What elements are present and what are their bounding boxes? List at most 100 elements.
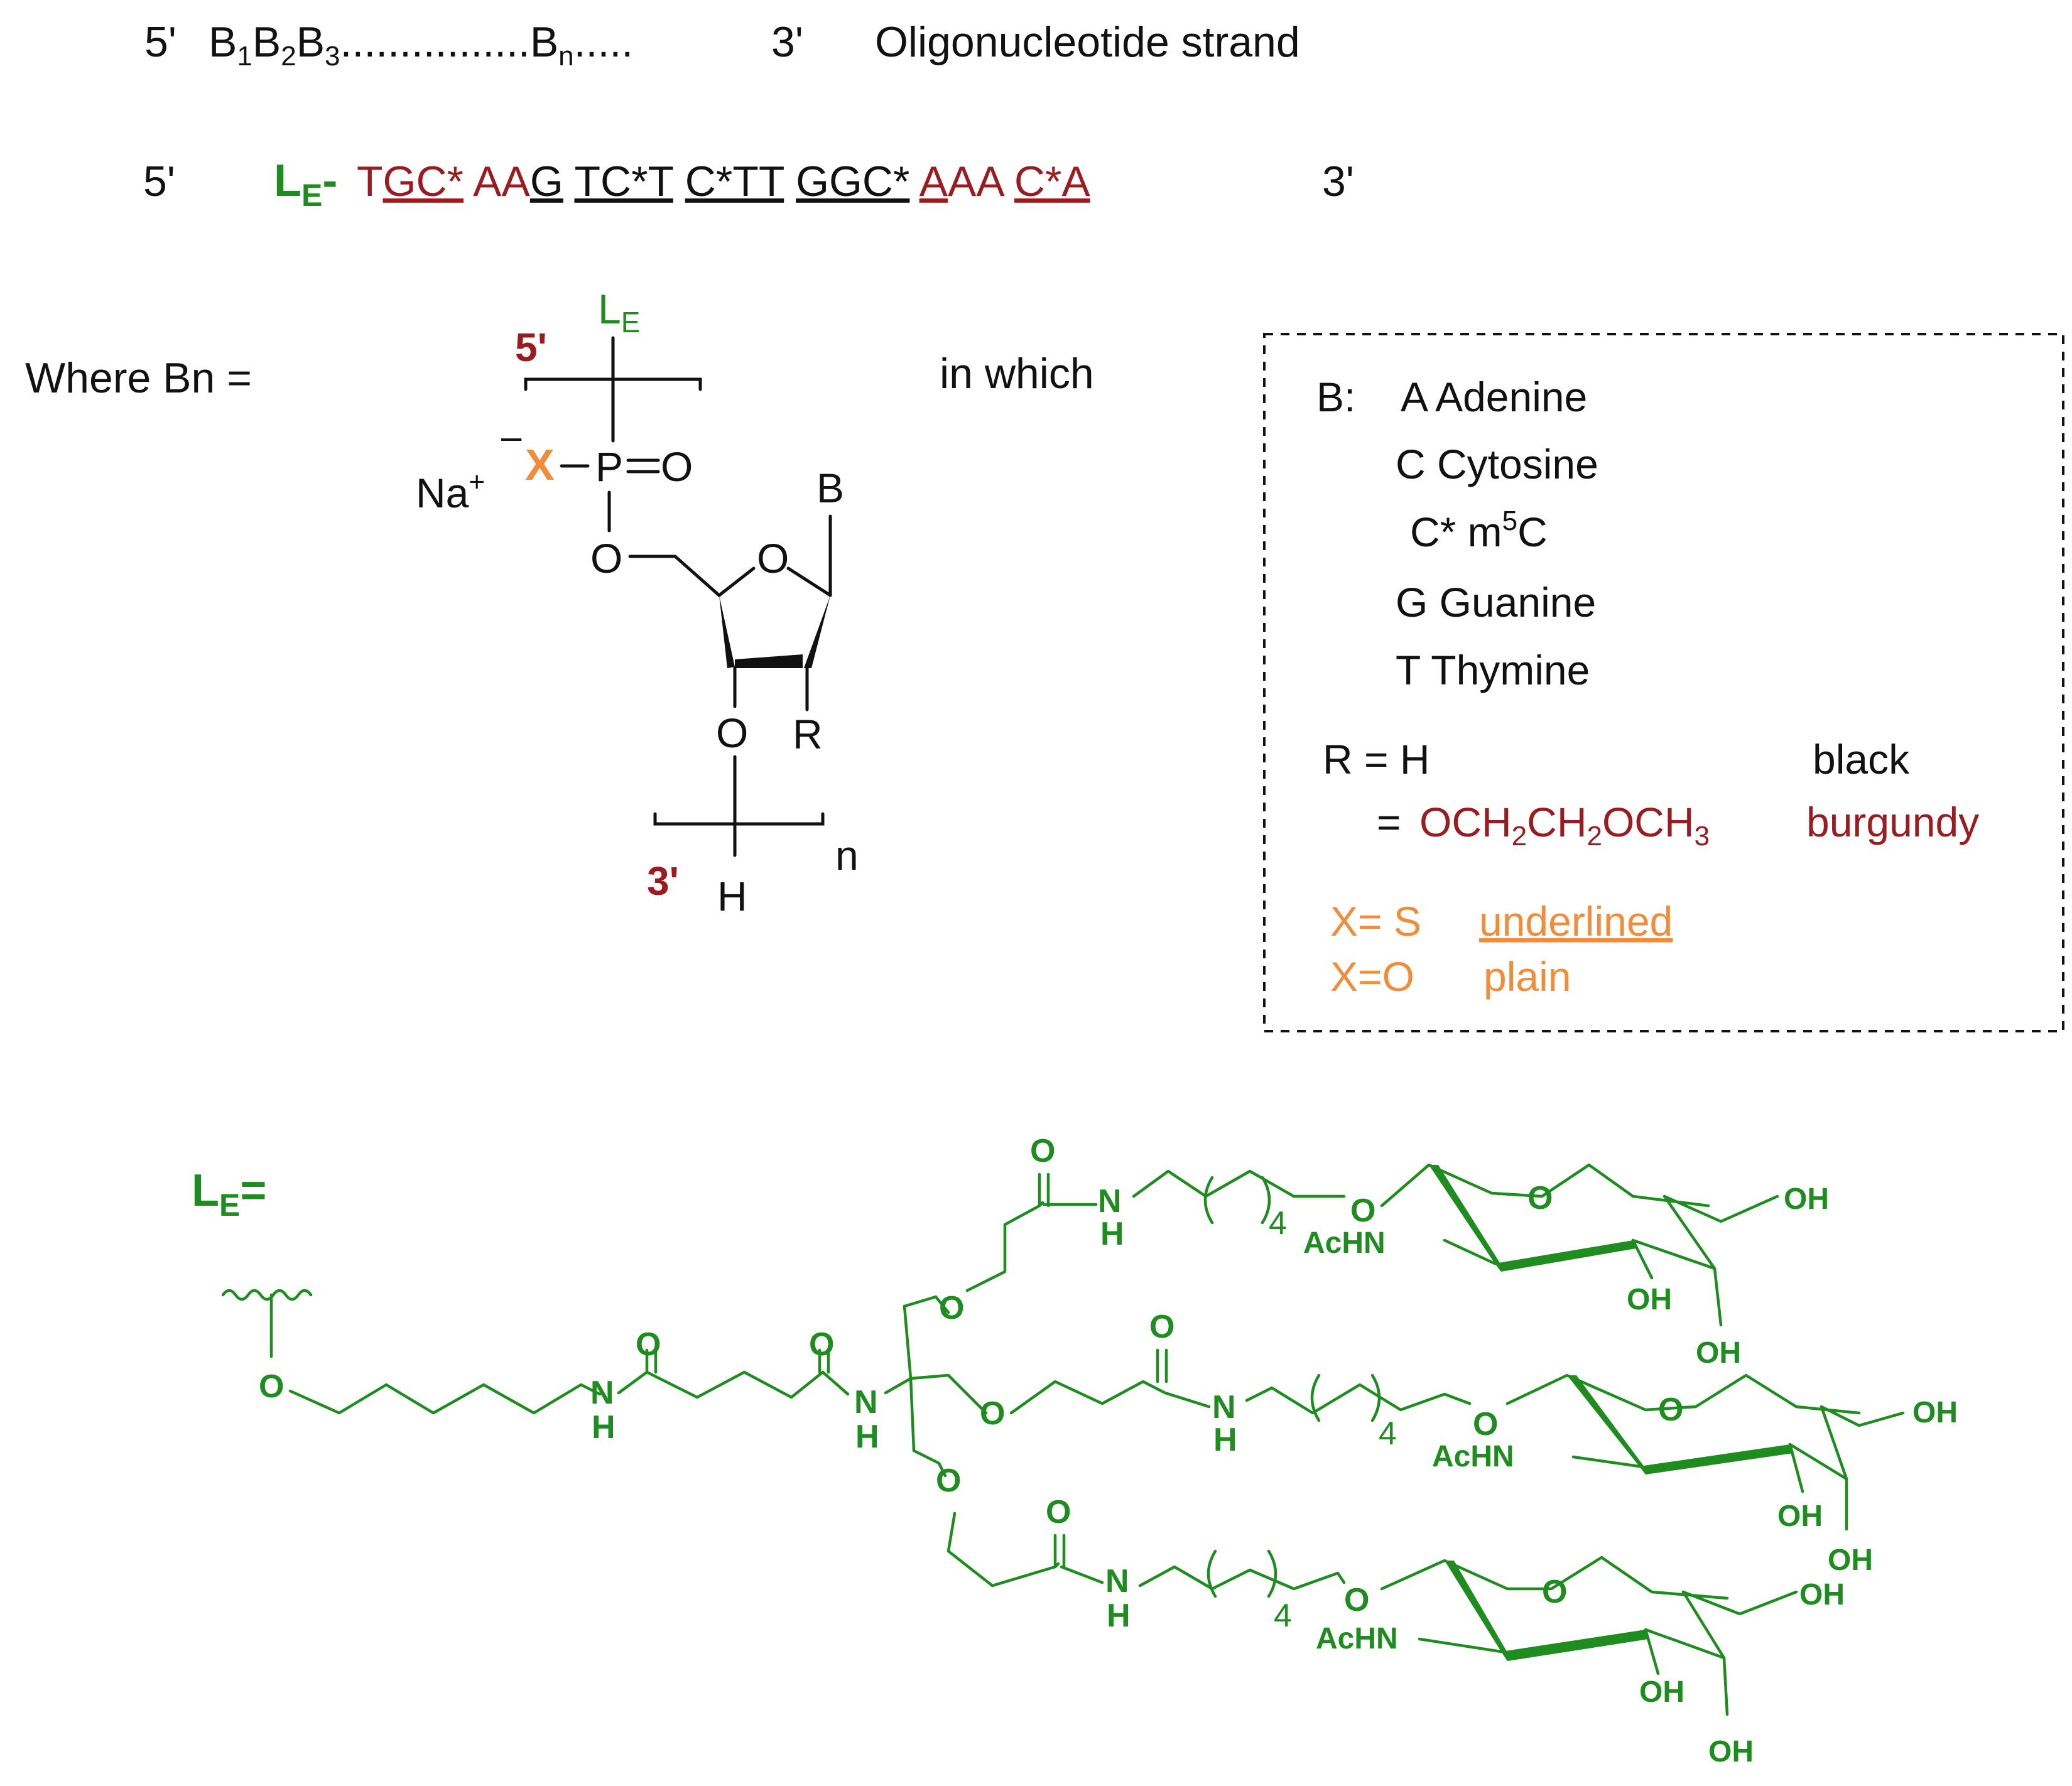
atom-h-lower: H bbox=[1107, 1598, 1131, 1634]
line1-5prime: 5' bbox=[144, 18, 176, 66]
legend-border bbox=[1263, 333, 2064, 1032]
repeat-unit-structure: Where Bn = LE 5' Na+ – X P O O O B O R bbox=[25, 286, 1094, 919]
seg-8: A bbox=[919, 158, 948, 205]
line2-3prime: 3' bbox=[1322, 158, 1354, 205]
attachment-wavy-line bbox=[221, 1289, 313, 1301]
unit-ligand-label: LE bbox=[598, 286, 640, 338]
oh-ring1-c3: OH bbox=[1627, 1283, 1672, 1316]
legend-methylcytosine: C* m5C bbox=[1410, 506, 1548, 555]
ring1-c4-oh bbox=[1713, 1267, 1723, 1327]
atom-o-ring3: O bbox=[1542, 1574, 1567, 1610]
legend-burgundy: burgundy bbox=[1806, 799, 1979, 845]
legend-guanine: G Guanine bbox=[1396, 579, 1596, 625]
line2-sequence: TGC* AAG TC*T C*TT GGC* AAA C*A bbox=[357, 158, 1090, 205]
unit-5prime: 5' bbox=[515, 325, 547, 370]
upper-paren-left bbox=[1203, 1176, 1214, 1225]
ring2-wedge-left bbox=[1567, 1375, 1649, 1473]
ring1-wedge-bottom bbox=[1495, 1240, 1636, 1272]
o3-oxygen: O bbox=[716, 710, 748, 756]
ring1-c3-oh bbox=[1631, 1238, 1654, 1280]
legend-moe: OCH2CH2OCH3 bbox=[1419, 799, 1710, 852]
legend-black: black bbox=[1813, 736, 1910, 782]
bond-c4-ringO bbox=[717, 566, 756, 597]
legend-r-h: R = H bbox=[1323, 736, 1430, 782]
ring3-c2-nh bbox=[1418, 1637, 1503, 1653]
bond-ch2-c4 bbox=[673, 555, 721, 597]
atom-o-upper-glyco: O bbox=[1350, 1193, 1375, 1229]
legend-b-heading: B: bbox=[1316, 374, 1355, 420]
linker-chain bbox=[288, 1383, 602, 1415]
repeat-n: n bbox=[835, 832, 859, 879]
ring2-ch2oh bbox=[1820, 1405, 1905, 1427]
middle-hexyl bbox=[1245, 1383, 1472, 1415]
ring3-ch2oh bbox=[1681, 1590, 1798, 1616]
ring1-wedge-left bbox=[1429, 1165, 1504, 1270]
atom-h-upper: H bbox=[1100, 1216, 1124, 1252]
sodium-label: Na+ bbox=[416, 467, 485, 516]
wedge-c3-c2 bbox=[735, 654, 803, 668]
legend-plain: plain bbox=[1483, 953, 1571, 1000]
bond-ringO-c1 bbox=[786, 566, 832, 597]
atom-n-1: N bbox=[590, 1375, 614, 1411]
seg-7: GGC* bbox=[796, 158, 909, 205]
ring2-c3-oh bbox=[1788, 1442, 1804, 1493]
oh-ring3-c3: OH bbox=[1639, 1675, 1684, 1709]
where-label: Where Bn = bbox=[25, 354, 252, 402]
legend-thymine: T Thymine bbox=[1396, 647, 1590, 693]
oxo-oxygen: O bbox=[661, 443, 693, 490]
x-atom: X bbox=[525, 440, 555, 489]
ring2-c2-nh bbox=[1571, 1455, 1641, 1468]
ring2-c4-c3 bbox=[1788, 1405, 1848, 1481]
atom-h-1: H bbox=[592, 1409, 616, 1446]
ring3-c3-oh bbox=[1644, 1628, 1660, 1675]
branch-upper bbox=[903, 1295, 950, 1380]
ring1-ch2oh bbox=[1662, 1194, 1779, 1223]
atom-o-ring1: O bbox=[1527, 1180, 1553, 1216]
lower-arm-chain bbox=[947, 1512, 1060, 1588]
upper-hexyl bbox=[1132, 1169, 1346, 1198]
oh-ring1-c6: OH bbox=[1784, 1183, 1829, 1216]
ring3-wedge-bottom bbox=[1501, 1630, 1649, 1661]
achn-lower: AcHN bbox=[1316, 1622, 1398, 1655]
line2-5prime: 5' bbox=[143, 158, 175, 205]
atom-o-middle-ether: O bbox=[980, 1395, 1005, 1432]
ring1-c2-nh bbox=[1443, 1238, 1497, 1265]
seg-3: AA bbox=[473, 158, 530, 205]
lower-paren-left bbox=[1207, 1549, 1217, 1598]
atom-o-middle-amide: O bbox=[1149, 1309, 1174, 1345]
wedge-c4-c3 bbox=[719, 595, 735, 668]
seg-5: TC*T bbox=[574, 158, 673, 205]
oh-ring2-c6: OH bbox=[1912, 1396, 1958, 1429]
legend-x-s: X= S bbox=[1330, 898, 1421, 944]
atom-o-amide2: O bbox=[809, 1326, 834, 1363]
ester-oxygen: O bbox=[590, 535, 622, 582]
in-which-label: in which bbox=[940, 350, 1094, 398]
wedge-c1-c2 bbox=[804, 595, 830, 668]
atom-o-lower-amide: O bbox=[1046, 1494, 1071, 1530]
oh-ring2-c4: OH bbox=[1828, 1544, 1873, 1577]
seg-6: C*TT bbox=[685, 158, 784, 205]
atom-n-2: N bbox=[854, 1384, 878, 1421]
atom-n-upper: N bbox=[1098, 1183, 1122, 1220]
seg-4: G bbox=[530, 158, 563, 205]
seg-9: AA bbox=[948, 158, 1005, 205]
galnac-ring-middle bbox=[1505, 1373, 1905, 1531]
middle-arm-chain bbox=[1009, 1380, 1167, 1415]
atom-o-upper-ether: O bbox=[939, 1290, 964, 1326]
galnac-ring-lower bbox=[1380, 1556, 1798, 1716]
atom-o-ring2: O bbox=[1658, 1392, 1683, 1428]
lower-amide-cn bbox=[1060, 1565, 1104, 1584]
atom-o-lower-ether: O bbox=[936, 1463, 961, 1499]
achn-upper: AcHN bbox=[1303, 1226, 1386, 1260]
upper-repeat-4: 4 bbox=[1269, 1205, 1287, 1242]
base-label: B bbox=[816, 465, 844, 511]
line1-sequence: B1B2B3................Bn..... bbox=[209, 18, 633, 72]
ring2-wedge-bottom bbox=[1639, 1444, 1793, 1475]
seg-1: T bbox=[357, 158, 383, 205]
legend-box: B: A Adenine C Cytosine C* m5C G Guanine… bbox=[1263, 333, 2064, 1032]
legend-underlined: underlined bbox=[1479, 898, 1673, 944]
lower-paren-right bbox=[1267, 1549, 1277, 1598]
linker-amide-chain bbox=[617, 1370, 850, 1399]
general-strand-line: 5' B1B2B3................Bn..... 3' Olig… bbox=[144, 18, 1300, 72]
